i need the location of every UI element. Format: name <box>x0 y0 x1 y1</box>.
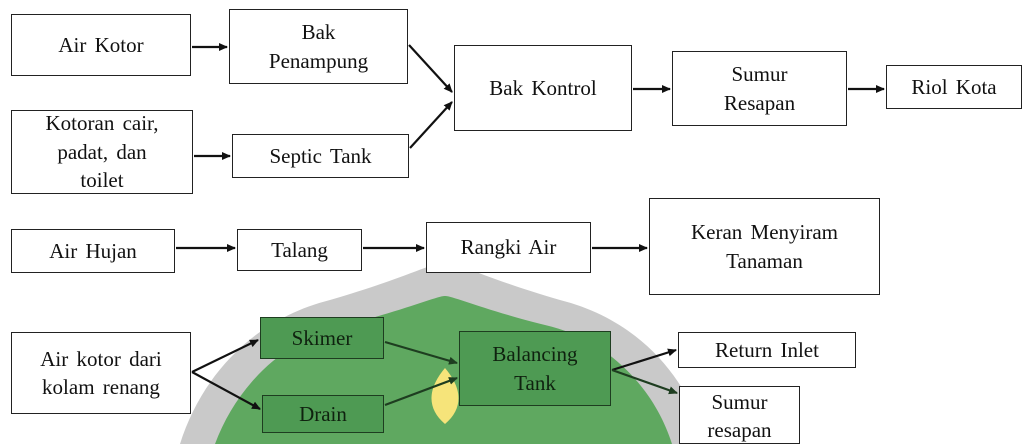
node-skimer: Skimer <box>260 317 384 359</box>
node-rangki-air: Rangki Air <box>426 222 591 273</box>
node-keran: Keran Menyiram Tanaman <box>649 198 880 295</box>
node-bak-kontrol: Bak Kontrol <box>454 45 632 131</box>
node-sumur-resapan-2: Sumur resapan <box>679 386 800 444</box>
node-septic-tank: Septic Tank <box>232 134 409 178</box>
node-riol-kota: Riol Kota <box>886 65 1022 109</box>
node-talang: Talang <box>237 229 362 271</box>
node-sumur-resapan: Sumur Resapan <box>672 51 847 126</box>
node-air-kolam: Air kotor dari kolam renang <box>11 332 191 414</box>
node-return-inlet: Return Inlet <box>678 332 856 368</box>
node-air-hujan: Air Hujan <box>11 229 175 273</box>
node-drain: Drain <box>262 395 384 433</box>
node-kotoran: Kotoran cair, padat, dan toilet <box>11 110 193 194</box>
node-air-kotor: Air Kotor <box>11 14 191 76</box>
node-bak-penampung: Bak Penampung <box>229 9 408 84</box>
node-balancing-tank: Balancing Tank <box>459 331 611 406</box>
